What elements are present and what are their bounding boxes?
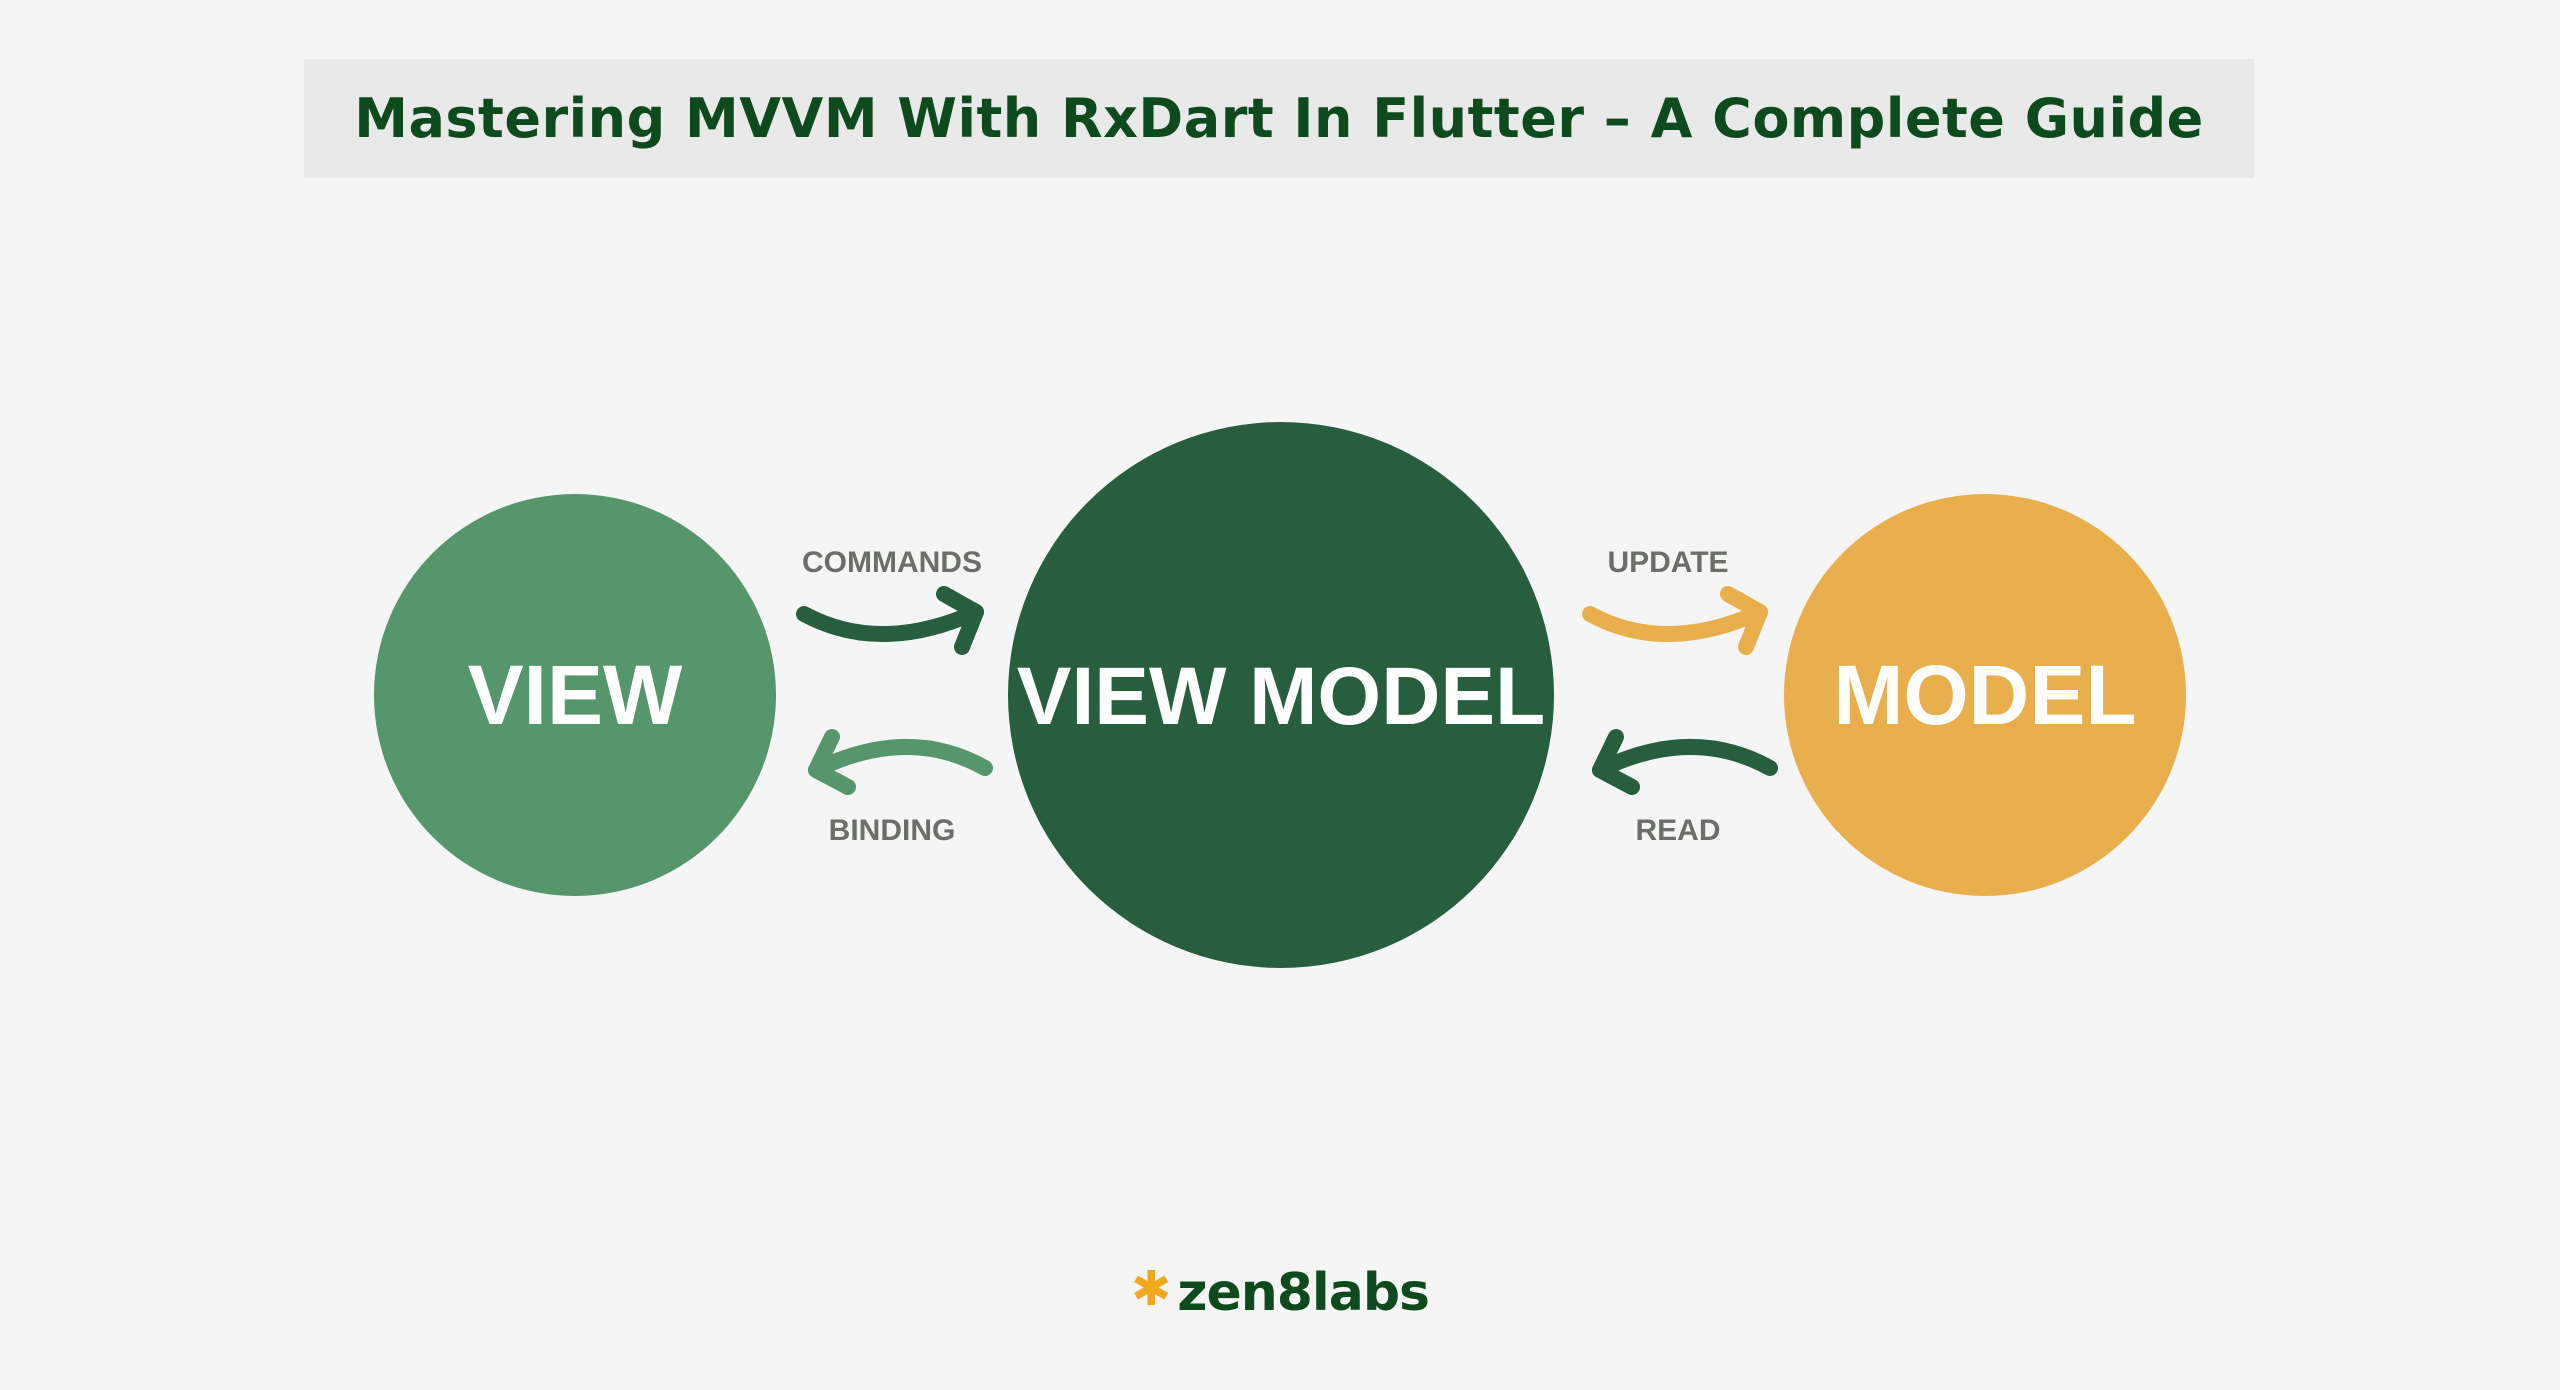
commands-arrow [796, 604, 984, 642]
model-label: MODEL [1833, 648, 2136, 742]
edge-commands: COMMANDS [796, 546, 984, 655]
edge-binding: BINDING [808, 729, 993, 847]
update-arrowhead [1720, 586, 1768, 655]
read-label: READ [1635, 814, 1720, 847]
asterisk-icon: ✱ [1130, 1261, 1172, 1317]
page-title: Mastering MVVM With RxDart In Flutter – … [354, 87, 2204, 150]
view-circle [374, 494, 776, 896]
commands-label: COMMANDS [802, 546, 982, 579]
edge-read: READ [1592, 729, 1778, 847]
binding-arrow [808, 739, 993, 778]
binding-label: BINDING [829, 814, 956, 847]
edge-update: UPDATE [1582, 546, 1768, 655]
commands-arrowhead [936, 586, 984, 655]
node-model: MODEL [1784, 494, 2186, 896]
binding-arrowhead [808, 729, 856, 795]
update-label: UPDATE [1607, 546, 1728, 579]
brand-name: zen8labs [1177, 1263, 1430, 1323]
model-circle [1784, 494, 2186, 896]
node-view: VIEW [374, 494, 776, 896]
view-model-label: VIEW MODEL [1017, 651, 1545, 742]
view-model-circle [1008, 422, 1554, 968]
title-banner: Mastering MVVM With RxDart In Flutter – … [304, 59, 2254, 178]
view-label: VIEW [468, 648, 683, 742]
update-arrow [1582, 604, 1768, 642]
brand-logo: ✱ zen8labs [1130, 1258, 1430, 1328]
read-arrowhead [1592, 729, 1640, 795]
node-view-model: VIEW MODEL [1008, 422, 1554, 968]
read-arrow [1592, 739, 1778, 778]
